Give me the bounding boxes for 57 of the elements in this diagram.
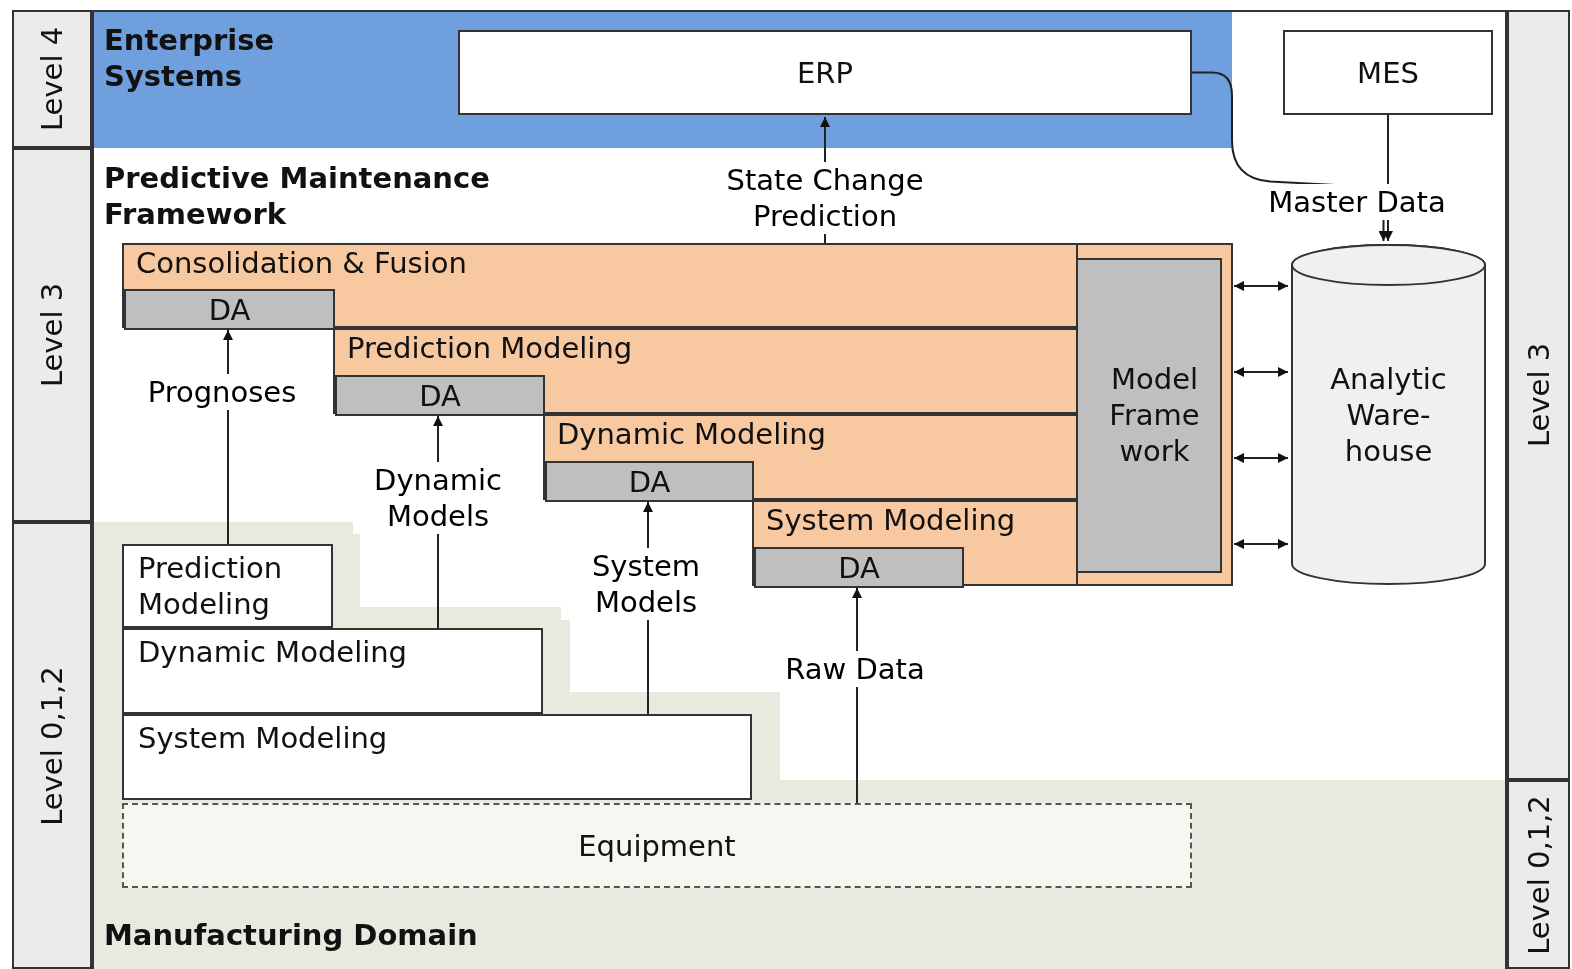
level-label: Level 3 (1520, 342, 1557, 448)
layer-box (543, 414, 1078, 500)
level-band (12, 10, 92, 148)
framework-box (1078, 243, 1233, 586)
arrow (223, 329, 233, 545)
level-band (12, 522, 92, 969)
box-label: MES (1357, 54, 1419, 91)
level-band (1507, 10, 1570, 780)
edge-label: Prognoses (147, 374, 297, 410)
box-label: System Modeling (138, 720, 389, 756)
arrow (643, 501, 653, 715)
level-band (12, 148, 92, 522)
layer-label: Prediction Modeling (347, 330, 633, 366)
level-label: Level 3 (34, 282, 70, 388)
box-label: Equipment (578, 827, 736, 864)
equipment-box (122, 803, 1192, 888)
system-box (458, 30, 1192, 115)
da-label: DA (838, 549, 880, 586)
layer-label: Consolidation & Fusion (136, 245, 467, 281)
cylinder-label: Analytic Ware- house (1329, 360, 1448, 469)
arrow (1191, 71, 1389, 242)
layer-box (752, 500, 1078, 586)
box-label: Prediction Modeling (138, 550, 284, 622)
layer-box (333, 328, 1078, 414)
level-label: Level 0,1,2 (34, 665, 70, 826)
region-heading: Predictive Maintenance Framework (104, 160, 491, 232)
edge-label: Master Data (1268, 184, 1446, 220)
arrow (1233, 281, 1289, 291)
da-box (545, 461, 754, 502)
arrow (433, 415, 443, 629)
box-label: Dynamic Modeling (138, 634, 409, 670)
da-label: DA (208, 291, 251, 328)
box-label: Model Frame work (1108, 360, 1201, 469)
model-box (122, 714, 752, 800)
enterprise-band (92, 10, 1232, 148)
layer-label: Dynamic Modeling (557, 416, 827, 452)
layer-label: System Modeling (766, 502, 1016, 538)
arrow (1233, 367, 1289, 377)
layer-box (122, 243, 1078, 328)
model-box (122, 628, 543, 714)
arrow (852, 587, 862, 804)
da-label: DA (419, 377, 461, 414)
level-band (1507, 780, 1570, 969)
da-box (335, 375, 545, 416)
level-label: Level 0,1,2 (1520, 794, 1557, 955)
band-heading: Enterprise Systems (104, 22, 276, 94)
arrow (1233, 539, 1289, 549)
region-heading: Manufacturing Domain (104, 917, 478, 953)
system-box (1283, 30, 1493, 115)
model-box (122, 544, 333, 628)
da-label: DA (628, 463, 671, 500)
arrow (1233, 453, 1289, 463)
da-box (124, 289, 335, 330)
box-label: ERP (797, 54, 853, 91)
level-label: Level 4 (34, 26, 70, 132)
da-box (754, 547, 964, 588)
edge-label: Raw Data (785, 651, 925, 687)
